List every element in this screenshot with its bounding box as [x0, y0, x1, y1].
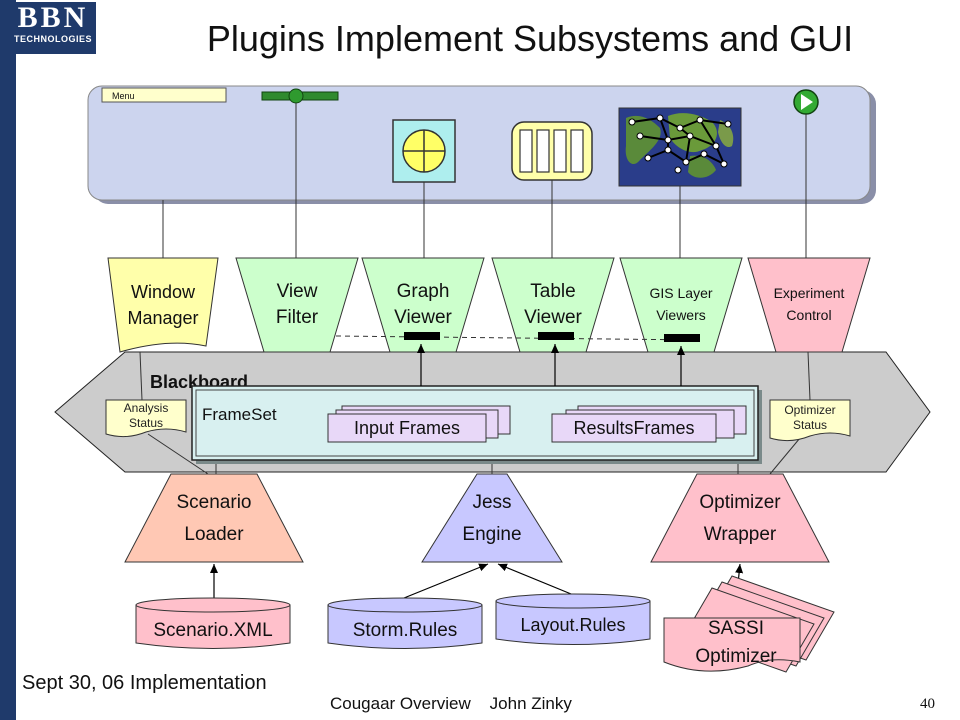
logo-text: BBN [17, 1, 89, 34]
storm-rules-label: Storm.Rules [353, 620, 458, 641]
optimizer-status-note: Optimizer Status [769, 399, 851, 442]
optimizer-wrapper-label-line2: Wrapper [704, 524, 777, 545]
scenario-loader-label-line2: Loader [184, 524, 244, 545]
footer-author: Cougaar Overview John Zinky [330, 694, 572, 713]
gis-map-icon[interactable] [618, 107, 742, 187]
jess-engine-label-line2: Engine [462, 524, 521, 545]
scenario-xml-file: Scenario.XML [135, 597, 291, 649]
jess-engine-label-line1: Jess [472, 492, 511, 513]
storm-rules-file: Storm.Rules [327, 597, 483, 649]
experiment-control-label-line2: Control [786, 307, 831, 323]
frameset-label: FrameSet [202, 405, 277, 424]
analysis-status-note: Analysis Status [105, 399, 187, 438]
table-viewer-icon[interactable] [511, 121, 593, 181]
sassi-label-line1: SASSI [708, 618, 764, 639]
table-viewer-label-line1: Table [530, 281, 575, 302]
source-arrows [210, 563, 744, 600]
menu-label: Menu [112, 91, 135, 101]
analysis-status-line2: Status [129, 416, 163, 430]
menu-bar[interactable] [101, 87, 227, 103]
window-manager-label-line1: Window [131, 282, 196, 302]
window-manager-label-line2: Manager [127, 308, 198, 328]
layout-rules-label: Layout.Rules [520, 615, 625, 635]
gis-layer-viewers-label-line1: GIS Layer [649, 285, 712, 301]
scenario-xml-label: Scenario.XML [153, 620, 272, 641]
sassi-optimizer-stack: SASSI Optimizer [663, 575, 835, 673]
analysis-status-line1: Analysis [124, 401, 169, 415]
results-frames-label: ResultsFrames [573, 418, 694, 438]
input-frames: Input Frames [327, 405, 511, 443]
optimizer-wrapper-label-line1: Optimizer [699, 492, 781, 513]
view-filter-label-line2: Filter [276, 307, 319, 328]
graph-viewer-label-line1: Graph [397, 281, 450, 302]
slide-title: Plugins Implement Subsystems and GUI [206, 18, 854, 59]
connector-lines [139, 103, 811, 475]
layout-rules-file: Layout.Rules [495, 593, 651, 645]
results-frames: ResultsFrames [551, 405, 747, 443]
sassi-label-line2: Optimizer [695, 646, 777, 667]
input-frames-label: Input Frames [354, 418, 460, 438]
page-number: 40 [920, 696, 935, 712]
optimizer-status-line2: Status [793, 418, 827, 432]
view-filter-label-line1: View [277, 281, 318, 302]
optimizer-status-line1: Optimizer [784, 403, 835, 417]
logo-subtext: TECHNOLOGIES [13, 34, 92, 44]
gis-layer-viewers-label-line2: Viewers [656, 307, 706, 323]
experiment-control-label-line1: Experiment [774, 285, 845, 301]
graph-viewer-label-line2: Viewer [394, 307, 452, 328]
gui-window: Menu [87, 85, 876, 204]
play-icon[interactable] [793, 89, 819, 115]
table-viewer-label-line2: Viewer [524, 307, 582, 328]
graph-viewer-icon[interactable] [392, 119, 456, 183]
scenario-loader-label-line1: Scenario [177, 492, 252, 513]
implementation-date-note: Sept 30, 06 Implementation [22, 672, 267, 694]
bbn-logo: BBN TECHNOLOGIES [10, 2, 96, 54]
plugin-ports [335, 332, 701, 386]
brand-sidebar [0, 0, 16, 720]
